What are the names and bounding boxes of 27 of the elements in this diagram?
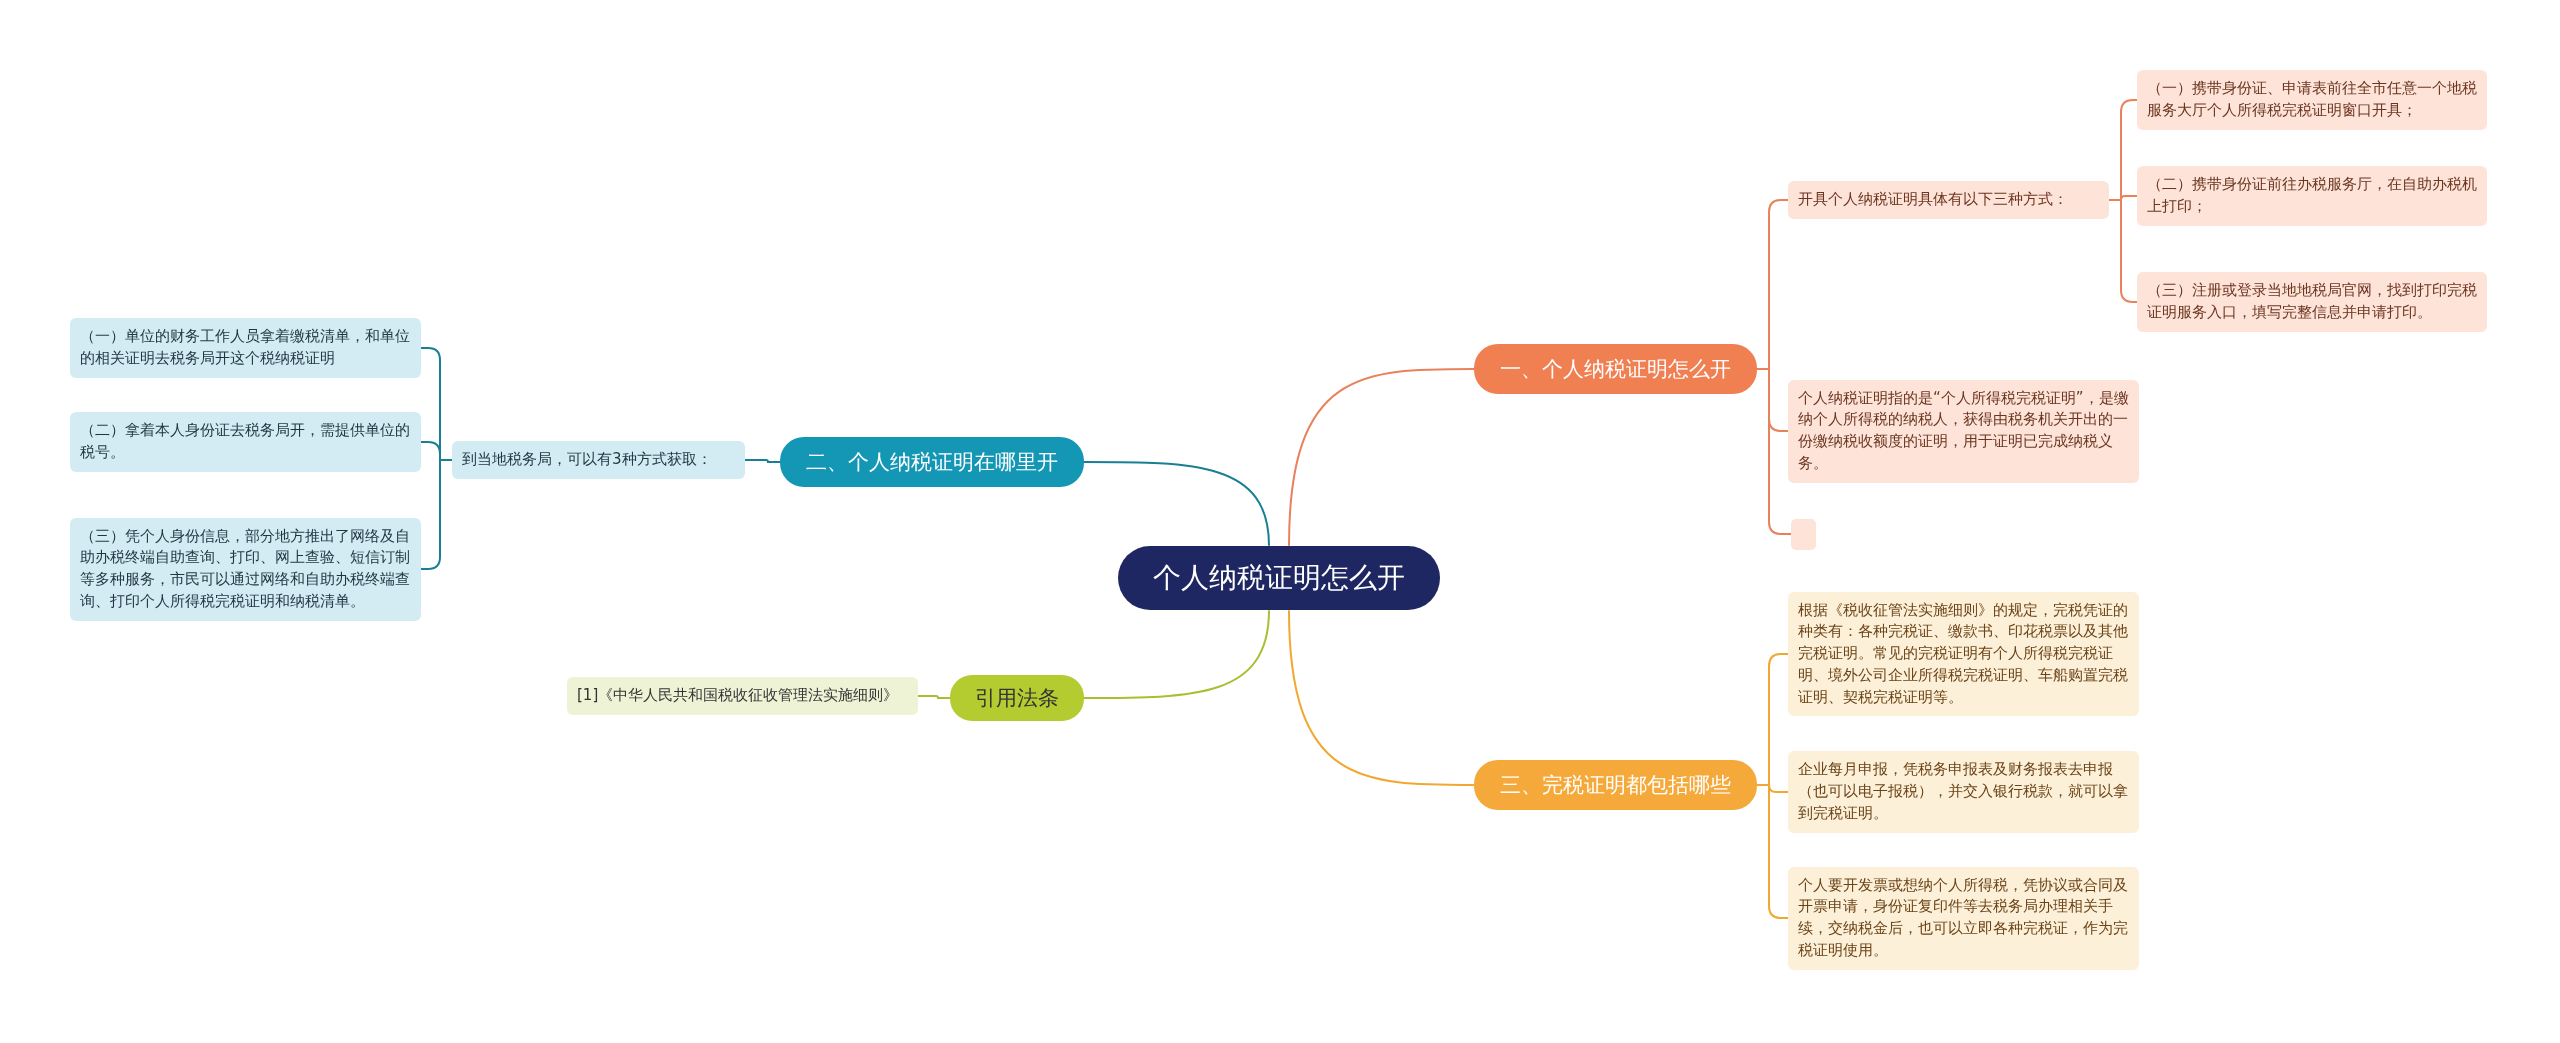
connector-line (1288, 609, 1475, 786)
text-card: 到当地税务局，可以有3种方式获取： (452, 441, 745, 479)
text-card: （三）凭个人身份信息，部分地方推出了网络及自助办税终端自助查询、打印、网上查验、短信订制等多种服务，市民可以通过网络和自助办税终端查询、打印个人所得税完税证明和纳税清单。 (70, 517, 421, 621)
connector-line (1756, 784, 1789, 919)
branch-topic: 二、个人纳税证明在哪里开 (780, 436, 1084, 488)
text-card: 开具个人纳税证明具体有以下三种方式： (1788, 181, 2109, 219)
connector-line (420, 459, 453, 570)
text-card: （一）单位的财务工作人员拿着缴税清单，和单位的相关证明去税务局开这个税纳税证明 (70, 318, 421, 378)
text-card: （一）携带身份证、申请表前往全市任意一个地税服务大厅个人所得税完税证明窗口开具； (2137, 70, 2487, 130)
text-card: 个人要开发票或想纳个人所得税，凭协议或合同及开票申请，身份证复印件等去税务局办理相关手续，交纳税金后，也可以立即各种完税证，作为完税证明使用。 (1788, 866, 2139, 970)
connector-line (1083, 461, 1270, 547)
text-card: （二）携带身份证前往办税服务厅，在自助办税机上打印； (2137, 166, 2487, 226)
branch-topic: 一、个人纳税证明怎么开 (1474, 343, 1757, 395)
branch-topic: 引用法条 (950, 674, 1084, 722)
root-topic: 个人纳税证明怎么开 (1118, 545, 1440, 611)
connector-line (744, 459, 781, 463)
text-card: （三）注册或登录当地地税局官网，找到打印完税证明服务入口，填写完整信息并申请打印。 (2137, 272, 2487, 332)
connector-line (917, 695, 951, 699)
connector-line (1083, 609, 1270, 699)
text-card: [1]《中华人民共和国税收征收管理法实施细则》 (567, 677, 918, 715)
text-card: 企业每月申报，凭税务申报表及财务报表去申报（也可以电子报税），并交入银行税款，就可以拿到完税证明。 (1788, 751, 2139, 833)
text-card: 个人纳税证明指的是“个人所得税完税证明”，是缴纳个人所得税的纳税人，获得由税务机关开出的一份缴纳税收额度的证明，用于证明已完成纳税义务。 (1788, 379, 2139, 483)
empty-box (1791, 518, 1816, 550)
connector-line (1288, 368, 1475, 547)
branch-topic: 三、完税证明都包括哪些 (1474, 759, 1757, 811)
text-card: （二）拿着本人身份证去税务局开，需提供单位的税号。 (70, 412, 421, 472)
text-card: 根据《税收征管法实施细则》的规定，完税凭证的种类有：各种完税证、缴款书、印花税票以及其他完税证明。常见的完税证明有个人所得税完税证明、境外公司企业所得税完税证明、车船购置完税证明、契税完税证明等。 (1788, 591, 2139, 717)
